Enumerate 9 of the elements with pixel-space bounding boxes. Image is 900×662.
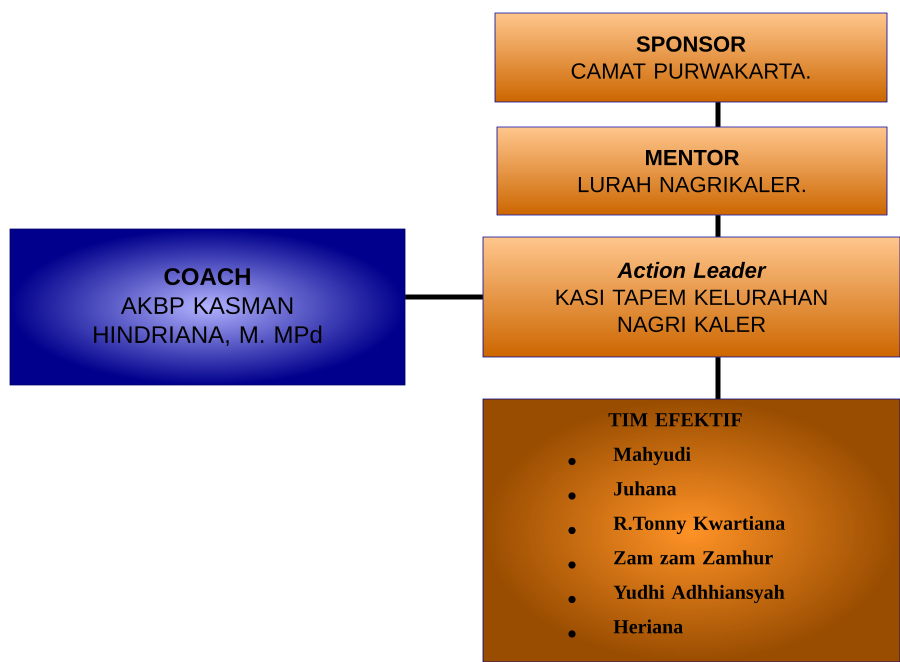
connector-line [716, 102, 720, 127]
role-box: Action Leader KASI TAPEM KELURAHAN NAGRI KALER [482, 236, 900, 358]
team-box: TIM EFEKTIF Mahyudi Juhana R.Tonny Kwartiana Zam zam Zamhur Yudhi Adhhiansyah Heriana [482, 398, 900, 662]
role-box: MENTOR LURAH NAGRIKALER. [496, 126, 888, 216]
connector-line [405, 294, 483, 300]
connector-line [716, 215, 720, 237]
role-box: SPONSOR CAMAT PURWAKARTA. [494, 12, 888, 102]
connector-line [716, 357, 720, 399]
role-box: COACH AKBP KASMAN HINDRIANA, M. MPd [10, 228, 406, 386]
